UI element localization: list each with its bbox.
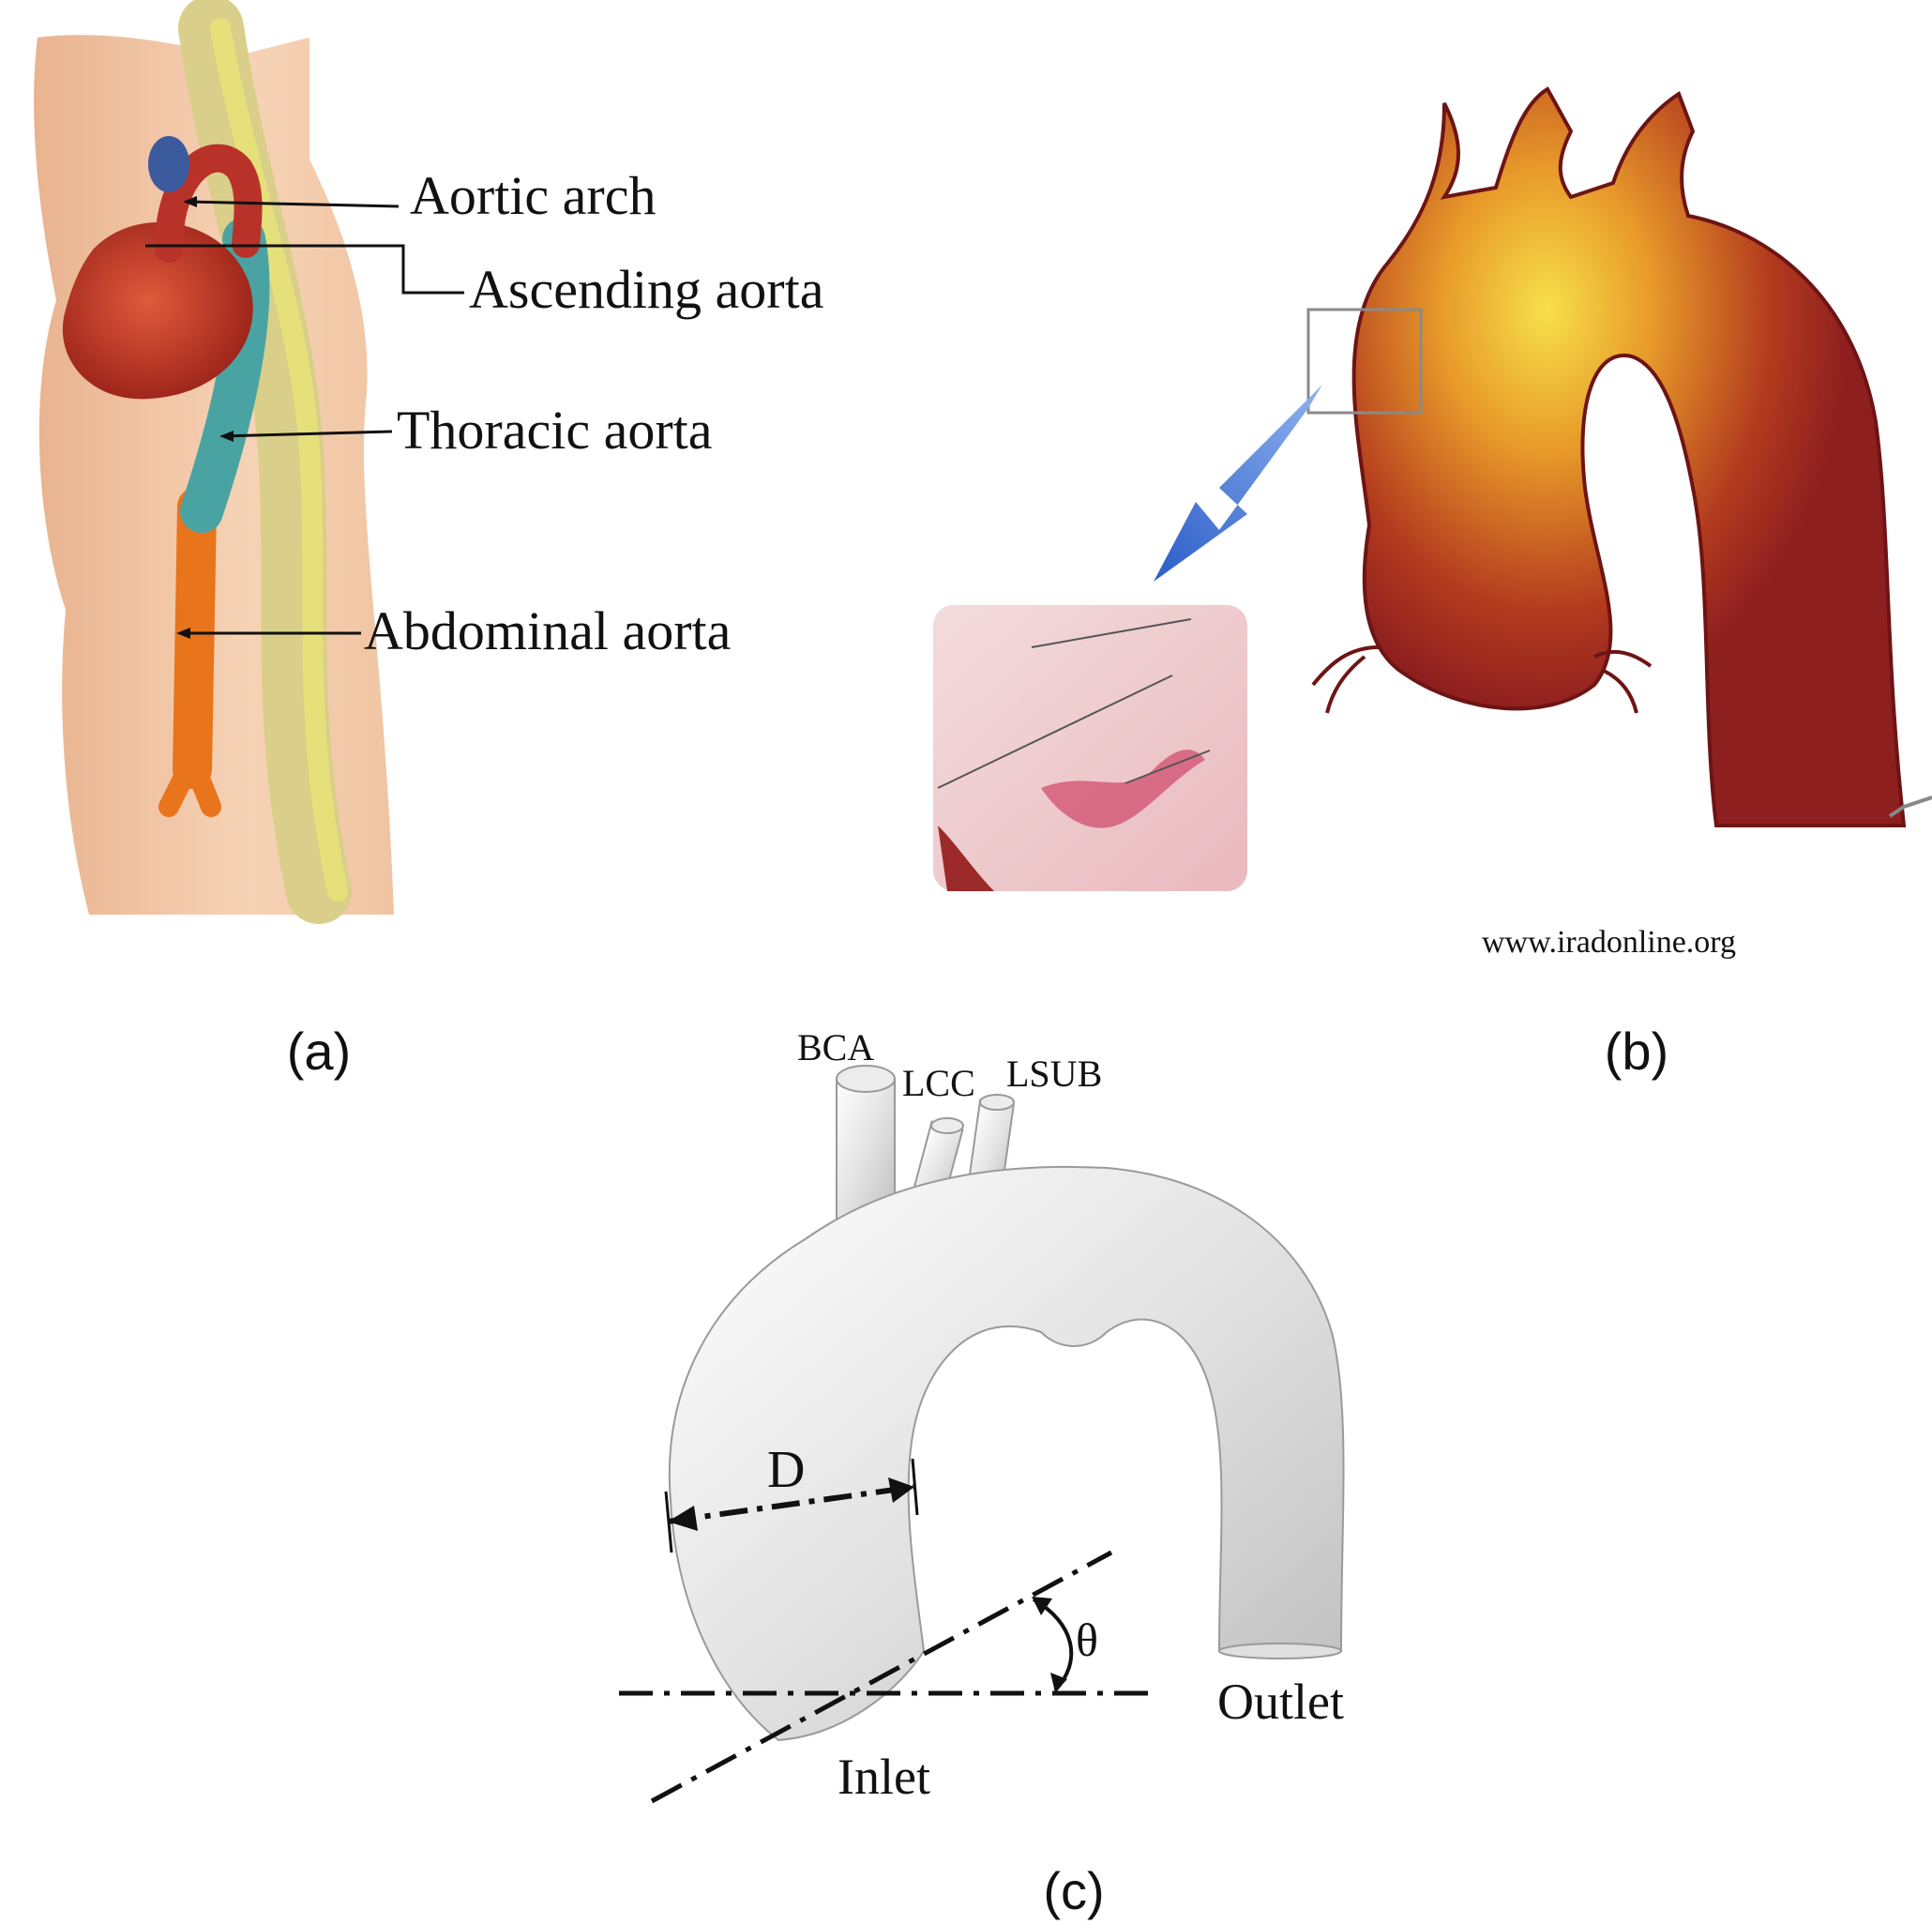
caption-a: (a): [287, 1022, 351, 1081]
label-thoracic-aorta: Thoracic aorta: [397, 400, 713, 461]
aneurysm-aorta: [1354, 89, 1904, 826]
lcc-branch-top: [931, 1118, 963, 1133]
bca-branch-top: [837, 1066, 895, 1092]
panel-b-illustration: [933, 89, 1932, 891]
label-inlet: Inlet: [838, 1749, 930, 1805]
coronary-branch-left: [1313, 647, 1379, 713]
label-angle: θ: [1076, 1613, 1098, 1666]
abdominal-aorta-vessel: [192, 507, 197, 769]
label-aortic-arch: Aortic arch: [410, 165, 656, 226]
label-lsub: LSUB: [1006, 1053, 1102, 1095]
watermark: www.iradonline.org: [1482, 925, 1736, 960]
histology-inset: [933, 605, 1247, 891]
panel-a-illustration: Aortic arch Ascending aorta Thoracic aor…: [34, 28, 823, 915]
label-diameter: D: [767, 1441, 805, 1499]
label-bca: BCA: [797, 1026, 874, 1068]
label-abdominal-aorta: Abdominal aorta: [364, 600, 731, 661]
label-ascending-aorta: Ascending aorta: [469, 259, 823, 320]
zoom-arrow: [1154, 385, 1322, 582]
lsub-branch-top: [980, 1095, 1014, 1110]
label-outlet: Outlet: [1217, 1674, 1344, 1730]
caption-c: (c): [1043, 1861, 1104, 1920]
outlet-face: [1219, 1644, 1341, 1659]
pulmonary-vessel: [148, 136, 189, 192]
caption-b: (b): [1605, 1022, 1668, 1081]
label-lcc: LCC: [902, 1062, 975, 1104]
